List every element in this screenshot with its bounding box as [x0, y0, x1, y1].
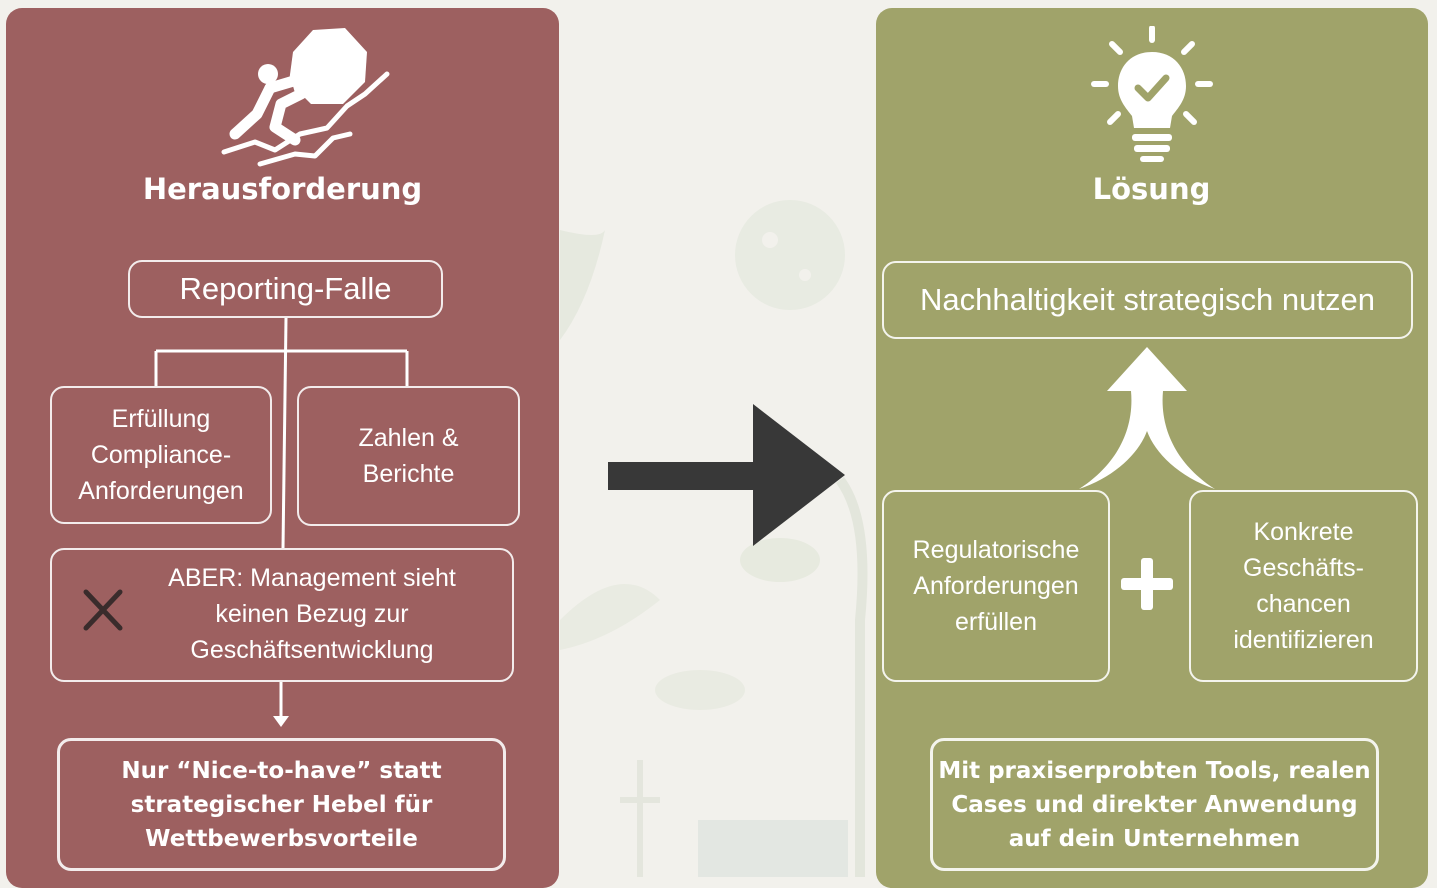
lightbulb-check-icon: [1091, 26, 1213, 162]
plus-icon: [1121, 558, 1173, 610]
problem-text: ABER: Management sieht keinen Bezug zur …: [168, 564, 456, 664]
problem-box: [50, 548, 514, 682]
regulatory-box: Regulatorische Anforderungen erfüllen: [882, 490, 1110, 682]
compliance-box: Erfüllung Compliance- Anforderungen: [50, 386, 272, 524]
challenge-result-box: Nur “Nice-to-have” statt strategischer H…: [57, 738, 506, 871]
cross-icon: [83, 589, 123, 631]
challenge-title: Herausforderung: [142, 172, 423, 206]
tree-connector: [154, 317, 409, 727]
business-opportunities-box: Konkrete Geschäfts- chancen identifizier…: [1189, 490, 1418, 682]
solution-panel: [876, 8, 1428, 888]
merge-arrow-up-icon: [1079, 347, 1215, 489]
arrow-right-icon: [608, 404, 845, 546]
solution-title: Lösung: [1092, 172, 1211, 206]
figures-reports-box: Zahlen & Berichte: [297, 386, 520, 526]
challenge-panel: [6, 8, 559, 888]
reporting-trap-box: Reporting-Falle: [128, 260, 443, 318]
strategy-box: Nachhaltigkeit strategisch nutzen: [882, 261, 1413, 339]
solution-result-box: Mit praxiserprobten Tools, realen Cases …: [930, 738, 1379, 871]
sisyphus-boulder-icon: [221, 28, 390, 167]
